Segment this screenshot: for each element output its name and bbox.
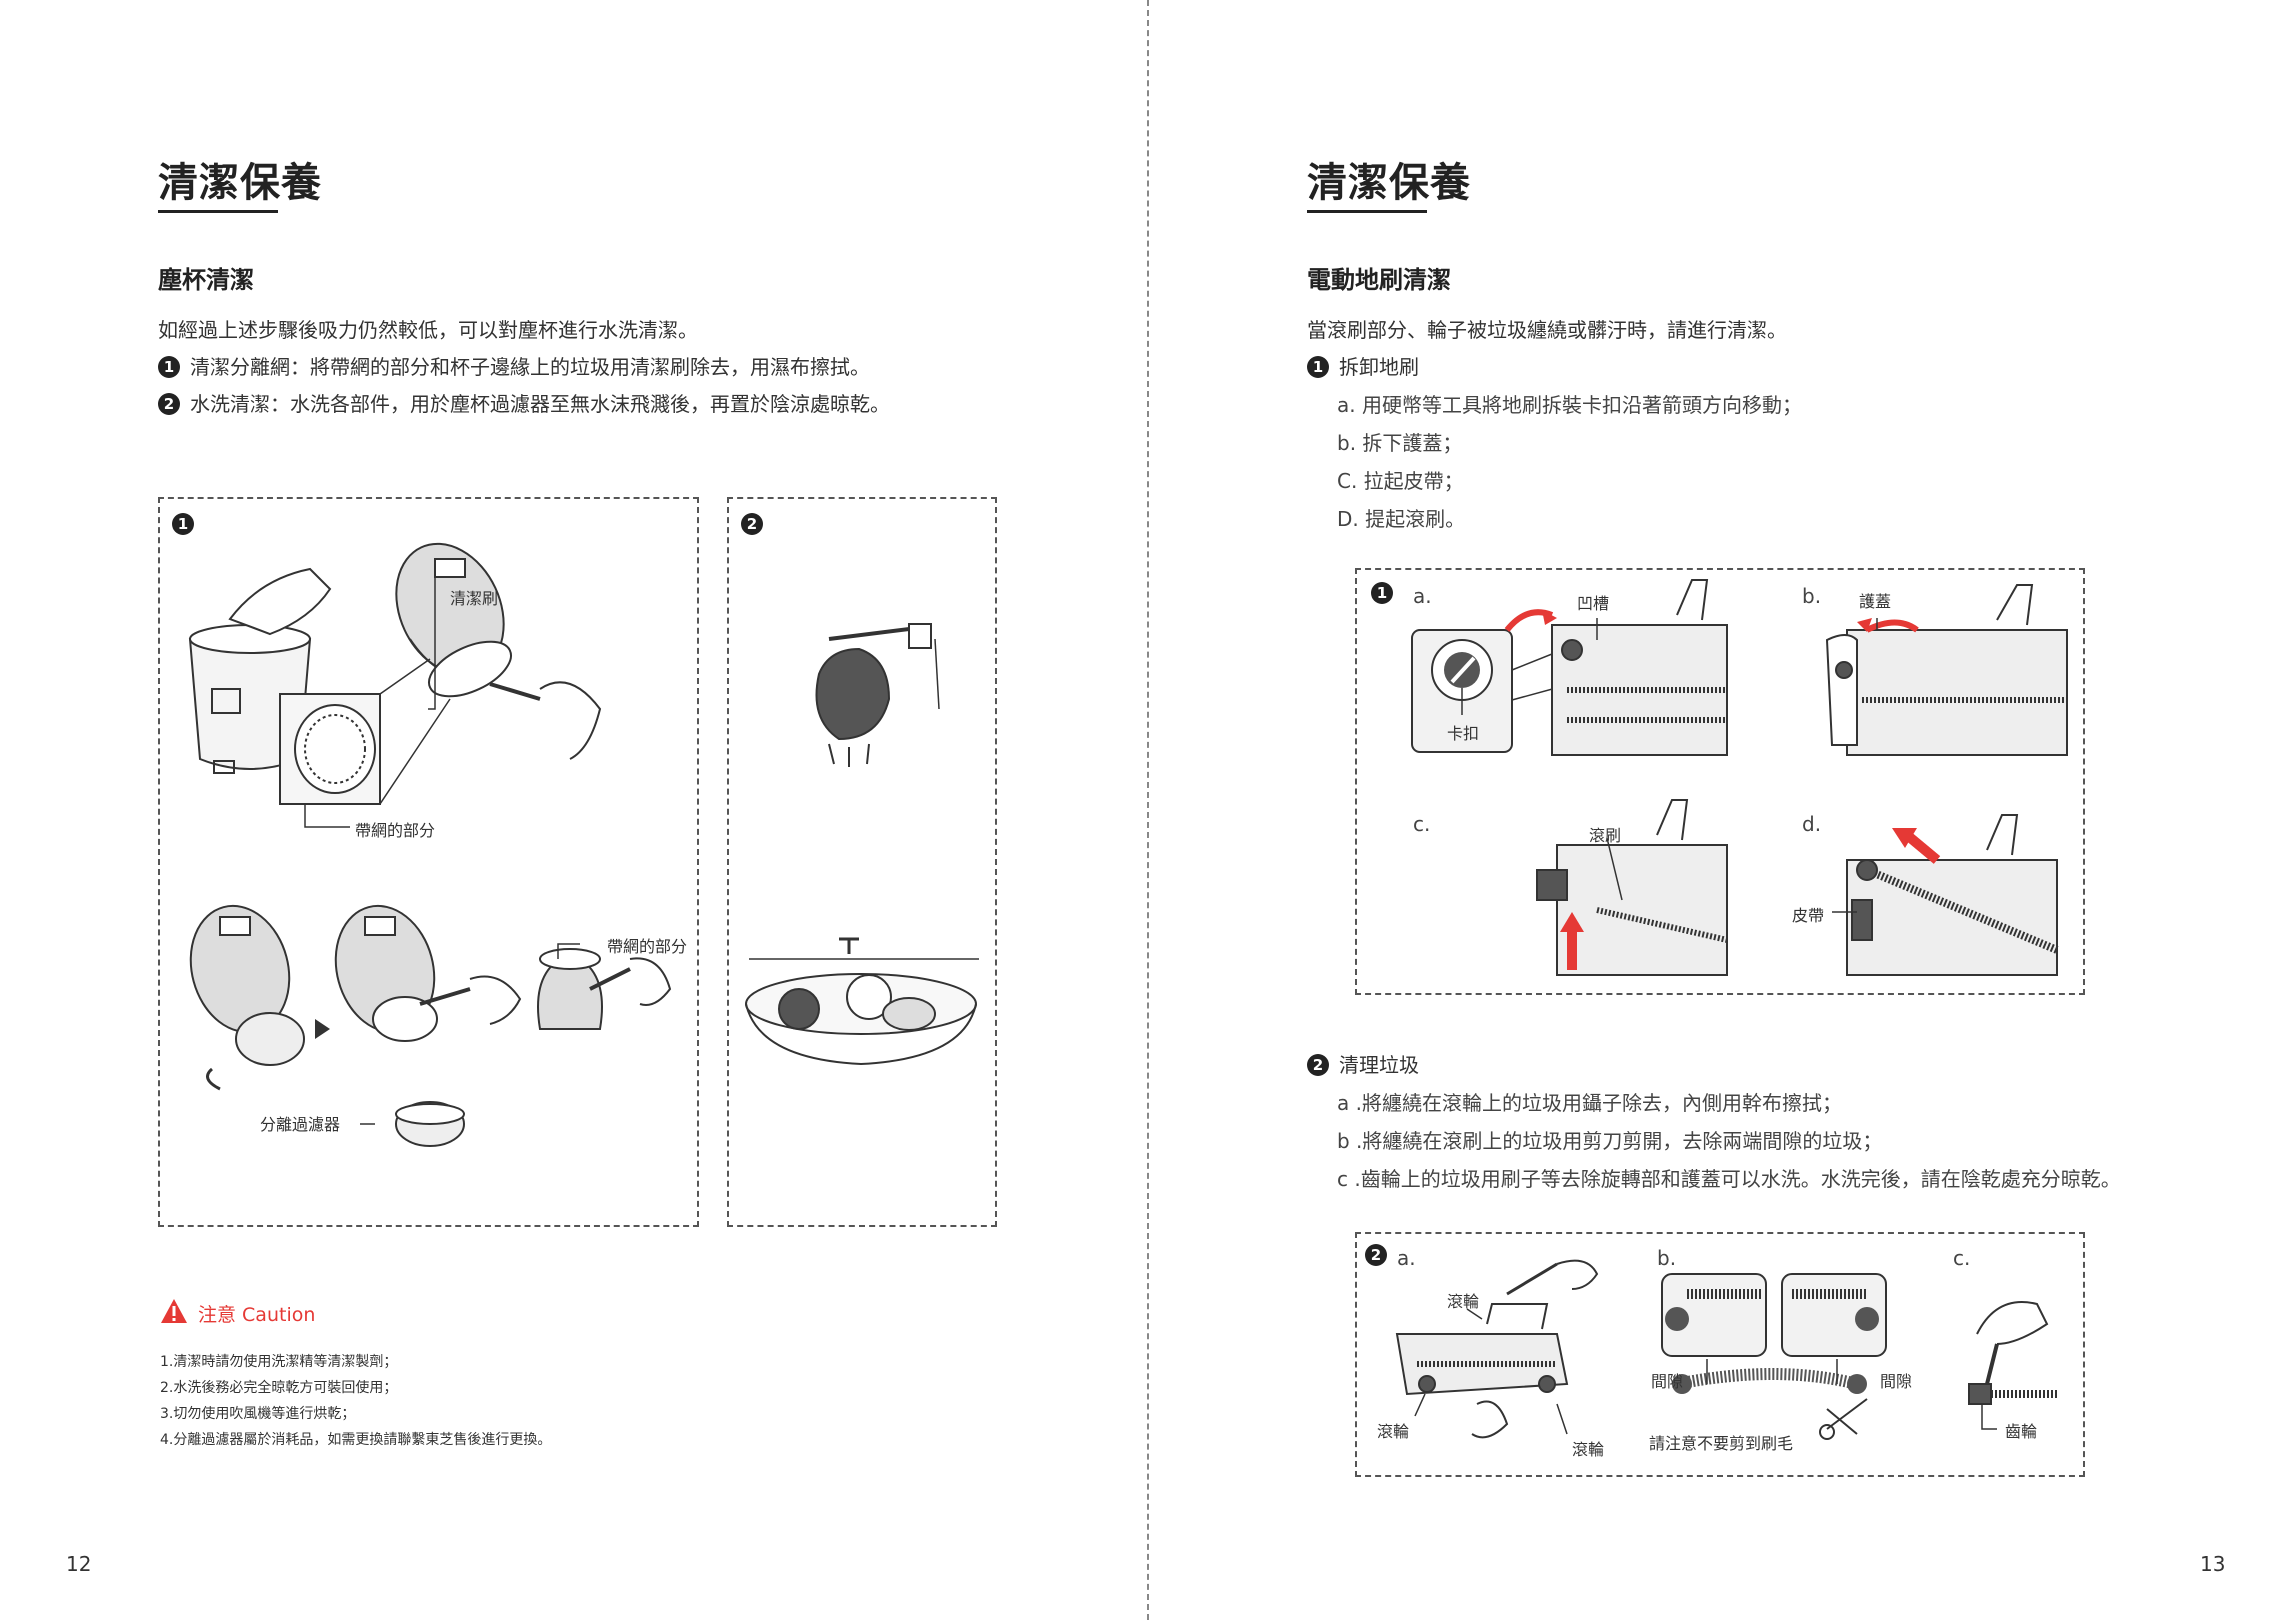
caution-item: 4.分離過濾器屬於消耗品，如需更換請聯繫東芝售後進行更換。: [160, 1429, 551, 1449]
label-separation-filter: 分離過濾器: [260, 1111, 340, 1135]
label-wheel-bottom: 滾輪: [1572, 1436, 1604, 1460]
left-section-heading: 塵杯清潔: [158, 260, 254, 295]
figure-dust-cup-cleaning: 1: [158, 497, 699, 1227]
caution-item: 2.水洗後務必完全晾乾方可裝回使用；: [160, 1377, 397, 1397]
right-step-1-sub-b: b. 拆下護蓋；: [1337, 427, 1462, 456]
label-mesh-part-2: 帶網的部分: [607, 933, 687, 957]
step-number-badge: 1: [1307, 356, 1329, 378]
label-gear: 齒輪: [2005, 1418, 2037, 1442]
right-page-title: 清潔保養: [1307, 150, 1471, 208]
step-number-badge: 2: [158, 393, 180, 415]
left-step-2-text: 水洗清潔：水洗各部件，用於塵杯過濾器至無水沫飛濺後，再置於陰涼處晾乾。: [190, 392, 890, 416]
right-step-1-sub-c: C. 拉起皮帶；: [1337, 465, 1464, 494]
dust-cup-illustrations: [160, 499, 697, 1225]
floor-brush-illustrations: [1357, 570, 2083, 993]
right-step-2-text: 清理垃圾: [1339, 1053, 1419, 1077]
page-divider: [1147, 0, 1149, 1620]
right-step-2-sub-a: a .將纏繞在滾輪上的垃圾用鑷子除去，內側用幹布擦拭；: [1337, 1087, 1842, 1116]
right-step-1: 1 拆卸地刷: [1307, 351, 1419, 380]
right-step-2: 2 清理垃圾: [1307, 1049, 1419, 1078]
figure-clean-debris: 2 a. b. c.: [1355, 1232, 2085, 1477]
left-step-1: 1 清潔分離網：將帶網的部分和杯子邊緣上的垃圾用清潔刷除去，用濕布擦拭。: [158, 351, 870, 380]
step-number-badge: 1: [158, 356, 180, 378]
caution-item: 3.切勿使用吹風機等進行烘乾；: [160, 1403, 355, 1423]
warning-icon: [160, 1298, 188, 1324]
page-number-left: 12: [66, 1552, 91, 1576]
right-step-1-text: 拆卸地刷: [1339, 355, 1419, 379]
label-clip: 卡扣: [1447, 720, 1479, 744]
label-mesh-part: 帶網的部分: [355, 817, 435, 841]
left-intro: 如經過上述步驟後吸力仍然較低，可以對塵杯進行水洗清潔。: [158, 314, 698, 343]
label-cleaning-brush: 清潔刷: [450, 585, 498, 609]
right-step-1-sub-a: a. 用硬幣等工具將地刷拆裝卡扣沿著箭頭方向移動；: [1337, 389, 1802, 418]
washing-illustrations: [729, 499, 995, 1225]
label-cover: 護蓋: [1859, 588, 1891, 612]
figure-water-washing: 2: [727, 497, 997, 1227]
left-step-1-text: 清潔分離網：將帶網的部分和杯子邊緣上的垃圾用清潔刷除去，用濕布擦拭。: [190, 355, 870, 379]
caution-item: 1.清潔時請勿使用洗潔精等清潔製劑；: [160, 1351, 397, 1371]
label-wheel-top: 滾輪: [1447, 1288, 1479, 1312]
left-title-underline: [158, 210, 278, 213]
label-groove: 凹槽: [1577, 590, 1609, 614]
label-belt: 皮帶: [1792, 902, 1824, 926]
label-roller-brush: 滾刷: [1589, 822, 1621, 846]
caution-title: 注意 Caution: [198, 1300, 315, 1327]
label-gap-right: 間隙: [1880, 1368, 1912, 1392]
right-intro: 當滾刷部分、輪子被垃圾纏繞或髒汙時，請進行清潔。: [1307, 314, 1787, 343]
right-title-underline: [1307, 210, 1427, 213]
right-step-1-sub-d: D. 提起滾刷。: [1337, 503, 1465, 532]
figure-remove-floor-brush: 1 a. b. c. d.: [1355, 568, 2085, 995]
left-page-title: 清潔保養: [158, 150, 322, 208]
label-gap-left: 間隙: [1651, 1368, 1683, 1392]
right-section-heading: 電動地刷清潔: [1307, 260, 1451, 295]
step-number-badge: 2: [1307, 1054, 1329, 1076]
right-step-2-sub-b: b .將纏繞在滾刷上的垃圾用剪刀剪開，去除兩端間隙的垃圾；: [1337, 1125, 1882, 1154]
label-do-not-cut-bristles: 請注意不要剪到刷毛: [1649, 1430, 1793, 1454]
right-step-2-sub-c: c .齒輪上的垃圾用刷子等去除旋轉部和護蓋可以水洗。水洗完後，請在陰乾處充分晾乾…: [1337, 1163, 2121, 1192]
page-number-right: 13: [2200, 1552, 2225, 1576]
left-step-2: 2 水洗清潔：水洗各部件，用於塵杯過濾器至無水沫飛濺後，再置於陰涼處晾乾。: [158, 388, 890, 417]
label-wheel-left: 滾輪: [1377, 1418, 1409, 1442]
